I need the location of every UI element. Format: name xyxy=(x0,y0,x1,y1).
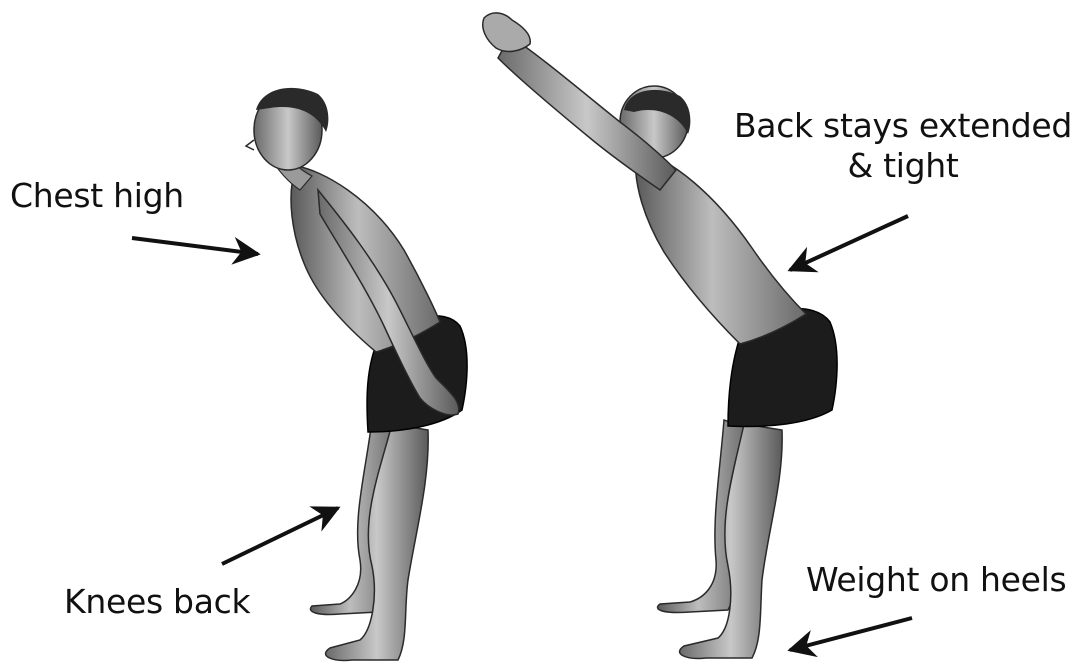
label-chest-high: Chest high xyxy=(10,176,184,216)
label-back-extended: Back stays extended & tight xyxy=(728,106,1078,186)
arrow-back xyxy=(790,216,908,270)
arrow-knees xyxy=(222,508,338,564)
arrow-chest xyxy=(132,238,258,254)
arrow-heels xyxy=(790,618,912,650)
label-back-line2: & tight xyxy=(728,146,1078,186)
label-weight-on-heels: Weight on heels xyxy=(806,560,1066,600)
figure-left-arms-down xyxy=(246,88,467,660)
label-knees-back: Knees back xyxy=(64,582,250,622)
label-back-line1: Back stays extended xyxy=(728,106,1078,146)
left-figure-head xyxy=(246,88,328,170)
right-figure-hands xyxy=(483,13,531,52)
